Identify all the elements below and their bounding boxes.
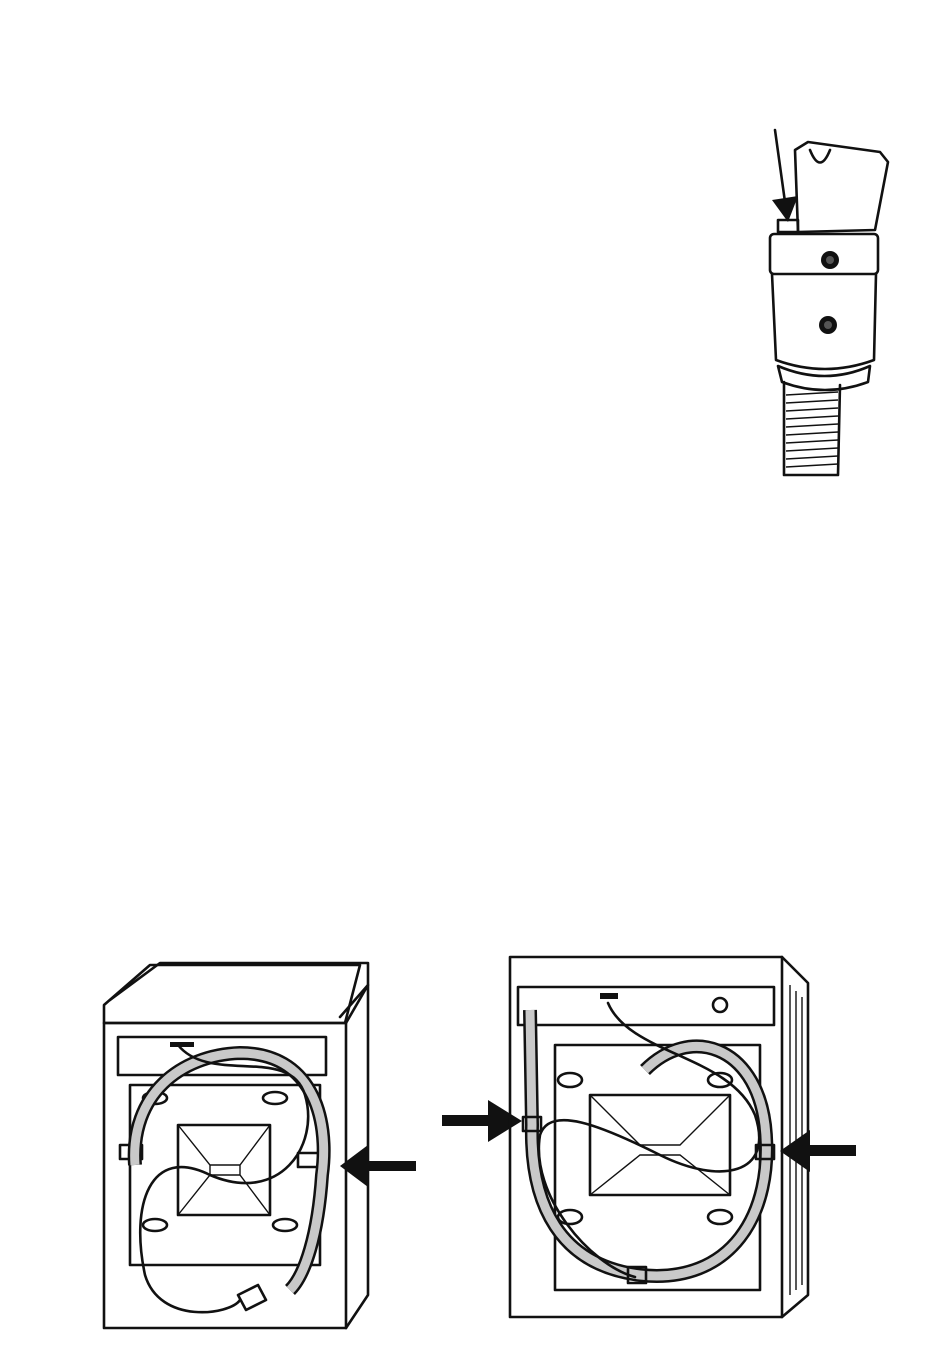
machine-back-right-figure <box>430 945 870 1335</box>
arrow-right-side <box>340 1145 416 1187</box>
arrow-right-side <box>780 1130 856 1172</box>
connector-cap <box>778 142 888 232</box>
hose-connector-figure <box>750 120 900 490</box>
pointer-arrow <box>772 130 798 222</box>
corrugated-hose <box>784 382 840 475</box>
connector-body <box>770 234 878 390</box>
hose-clips <box>523 1117 774 1159</box>
machine-back-left-figure <box>90 945 430 1335</box>
